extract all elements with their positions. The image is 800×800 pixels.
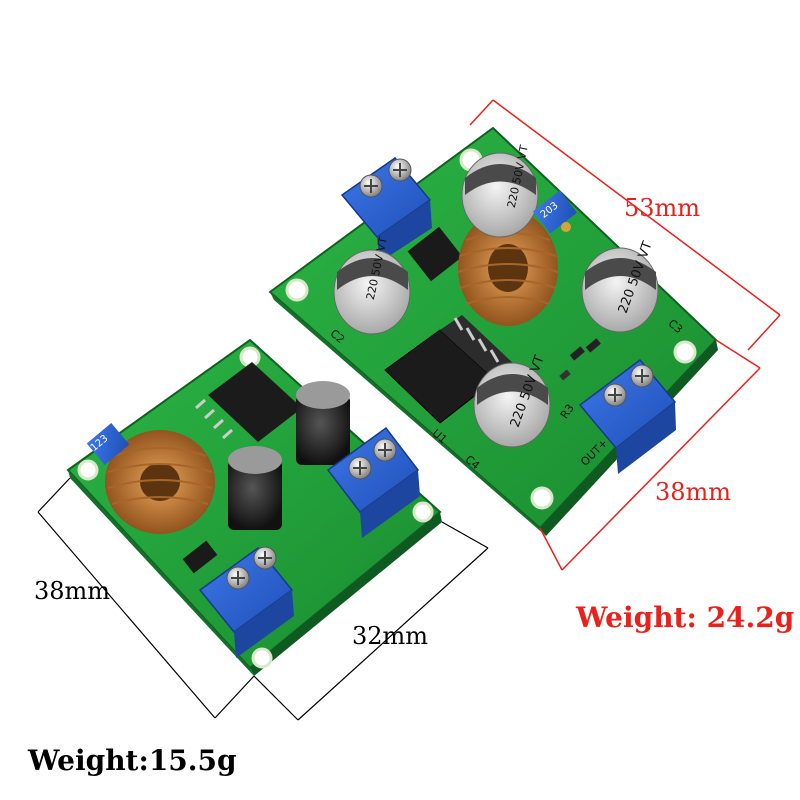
small-boost-module xyxy=(66,338,442,676)
large-module-length-label: 53mm xyxy=(624,194,701,222)
small-module-capacitor-center xyxy=(228,446,282,530)
large-module-toroid-inductor xyxy=(457,210,559,326)
small-module-mounting-holes xyxy=(77,346,434,669)
small-module-input-terminal xyxy=(198,546,294,658)
large-module-capacitor-right xyxy=(581,247,659,333)
small-module-dimension-lines xyxy=(37,477,489,721)
small-module-trimmer-potentiometer xyxy=(86,422,130,466)
small-module-height-label: 38mm xyxy=(34,577,111,605)
large-module-capacitor-left xyxy=(333,249,411,335)
small-module-boost-ic xyxy=(195,362,302,442)
large-module-output-terminal xyxy=(578,358,677,474)
large-module-mounting-holes xyxy=(285,148,697,510)
large-module-dimension-lines xyxy=(469,99,781,571)
small-module-toroid-inductor xyxy=(105,430,215,534)
large-module-weight-label: Weight: 24.2g xyxy=(576,601,795,634)
large-module-width-label: 38mm xyxy=(655,478,732,506)
large-module-mosfet xyxy=(407,226,463,282)
large-module-input-terminal xyxy=(340,156,432,262)
small-module-width-label: 32mm xyxy=(352,622,429,650)
large-boost-module xyxy=(268,126,718,536)
small-module-capacitor-top xyxy=(296,381,350,465)
small-module-weight-label: Weight:15.5g xyxy=(28,744,237,777)
large-module-trimmer-potentiometer xyxy=(532,190,578,234)
small-module-output-terminal xyxy=(326,426,420,538)
large-module-capacitor-top xyxy=(461,152,539,238)
large-module-capacitor-bottom xyxy=(473,362,551,448)
